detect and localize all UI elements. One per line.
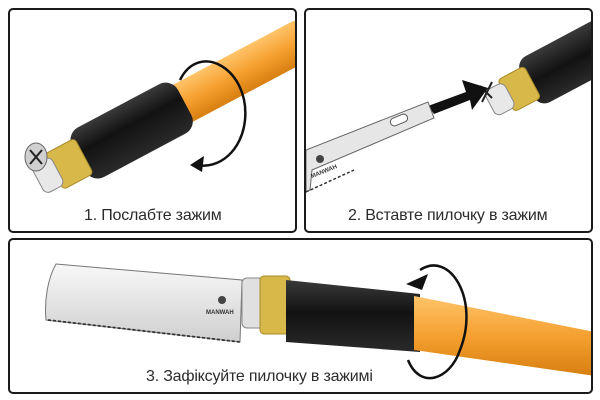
insert-blade-illustration: MANWAH	[306, 14, 591, 193]
loosen-clamp-illustration	[24, 20, 295, 193]
tighten-clamp-illustration: MANWAH	[45, 263, 591, 380]
handle	[32, 20, 295, 193]
svg-text:MANWAH: MANWAH	[206, 310, 234, 316]
step-1-panel: 1. Послабте зажим	[8, 8, 297, 233]
step-1-caption: 1. Послабте зажим	[84, 207, 222, 224]
screw-head-icon	[24, 142, 48, 172]
step-2-panel: MANWAH 2. Вставте пилочку в зажим	[304, 8, 593, 233]
rotate-arrow-icon	[406, 264, 468, 380]
rotate-arrow-icon	[178, 60, 247, 172]
step-3-caption: 3. Зафіксуйте пилочку в зажимі	[146, 368, 373, 385]
step-2-caption: 2. Вставте пилочку в зажим	[348, 207, 548, 224]
insert-arrow-icon	[428, 80, 488, 114]
saw-blade: MANWAH	[45, 263, 243, 343]
handle	[241, 275, 591, 376]
step-3-panel: MANWAH 3. Зафіксуйте пилочку в зажимі	[8, 238, 593, 394]
saw-blade: MANWAH	[306, 101, 435, 193]
